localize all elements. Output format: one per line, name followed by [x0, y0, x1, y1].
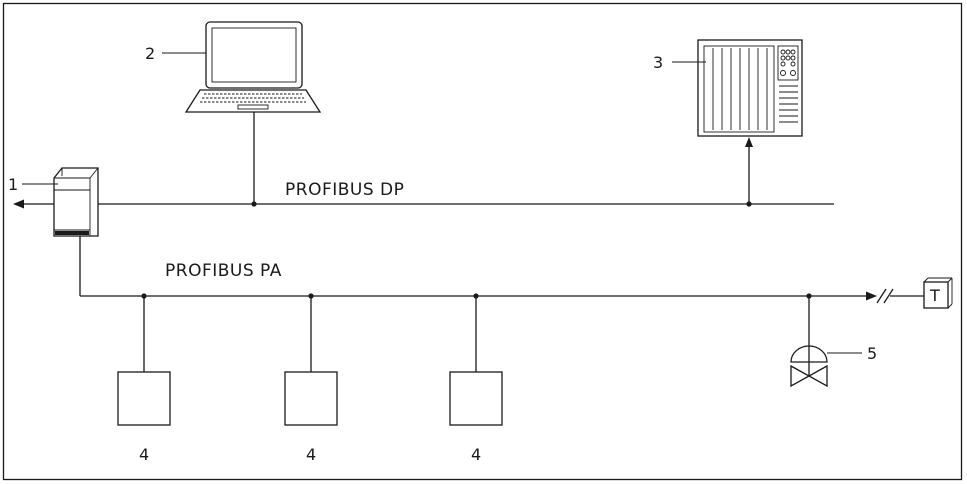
field-device-3 — [449, 371, 503, 426]
callout-device-1: 4 — [139, 445, 149, 464]
dp-junction-laptop — [251, 201, 257, 207]
coupler-left-arrow-icon — [13, 199, 24, 209]
field-device-2 — [284, 371, 338, 426]
valve-actuator-icon — [790, 345, 828, 388]
callout-coupler: 1 — [8, 175, 18, 194]
callout-valve: 5 — [867, 344, 877, 363]
terminator-icon — [923, 277, 953, 309]
callout-computer: 2 — [145, 44, 155, 63]
laptop-icon — [184, 21, 322, 113]
controller-arrow-icon — [745, 137, 753, 147]
callout-controller: 3 — [653, 53, 663, 72]
profibus-dp-label: PROFIBUS DP — [285, 180, 404, 200]
controller-icon — [697, 39, 803, 137]
profibus-pa-label: PROFIBUS PA — [165, 261, 282, 281]
callout-device-3: 4 — [471, 445, 481, 464]
bus-break-icon — [876, 288, 894, 304]
field-device-1 — [117, 371, 171, 426]
segment-coupler-icon — [53, 167, 99, 237]
callout-device-2: 4 — [306, 445, 316, 464]
dp-junction-controller — [746, 201, 752, 207]
terminator-label: T — [929, 286, 940, 305]
pa-bus-arrow-icon — [866, 291, 877, 301]
